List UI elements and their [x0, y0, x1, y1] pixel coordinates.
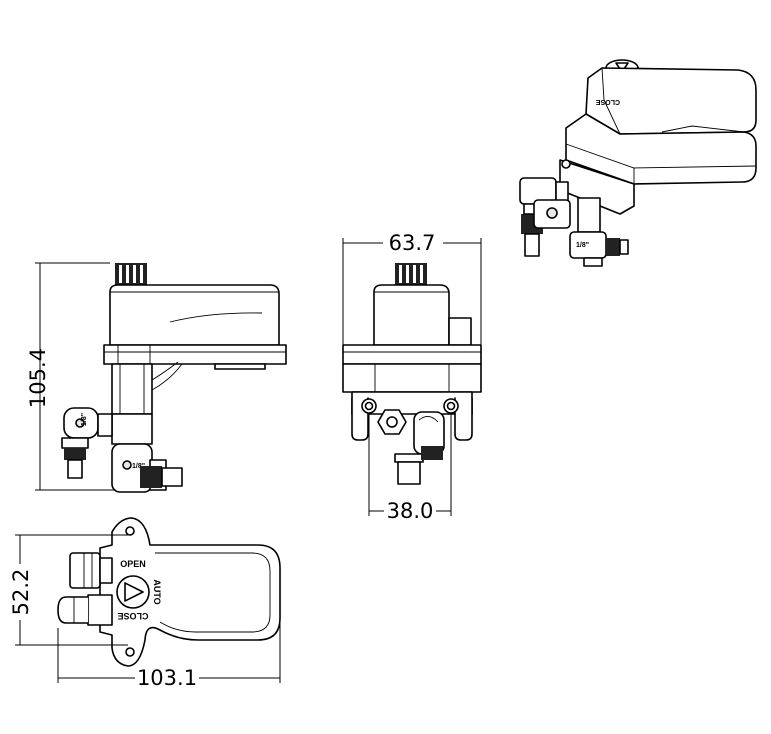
front-lower-thread	[421, 446, 443, 460]
front-body	[373, 284, 450, 346]
top-view: OPEN AUTO CLOSE 52.2 103.1	[9, 517, 281, 690]
top-knob-arrow-icon	[124, 582, 144, 602]
side-left-thread	[64, 448, 86, 460]
front-right-tab	[454, 397, 473, 441]
knob-label-close: CLOSE	[117, 611, 148, 621]
knob-label-auto: AUTO	[152, 579, 162, 604]
front-knob	[395, 263, 427, 285]
side-flange	[103, 344, 287, 365]
top-body-outline	[99, 517, 281, 667]
side-bottom-thread	[140, 466, 162, 488]
front-flange	[342, 344, 482, 365]
side-view: 1/8" 1/8" 105.4	[26, 262, 287, 493]
dim-length-top: 103.1	[137, 666, 197, 690]
dim-depth-top: 52.2	[9, 569, 33, 616]
top-fitting-upper	[69, 552, 101, 589]
side-left-size-label: 1/8"	[81, 413, 88, 426]
isometric-view: CLOSE 1/8"	[519, 59, 757, 267]
top-mount-hole-top	[125, 526, 135, 536]
side-stem	[111, 363, 153, 415]
side-knob	[115, 263, 147, 285]
dim-height-side: 105.4	[26, 348, 50, 408]
side-body	[109, 284, 280, 346]
front-view: 63.7 38.0	[342, 231, 482, 523]
knob-label-open: OPEN	[120, 559, 146, 569]
top-mount-hole-bottom	[125, 647, 135, 657]
dim-width-front: 63.7	[389, 231, 436, 255]
side-bottom-size-label: 1/8"	[132, 463, 145, 470]
iso-right-thread	[606, 238, 620, 256]
dim-port-spacing: 38.0	[387, 499, 434, 523]
iso-size-label: 1/8"	[576, 242, 589, 249]
iso-close-label: CLOSE	[596, 98, 620, 105]
front-lower-block	[342, 363, 482, 393]
top-fitting-lower	[87, 594, 113, 626]
